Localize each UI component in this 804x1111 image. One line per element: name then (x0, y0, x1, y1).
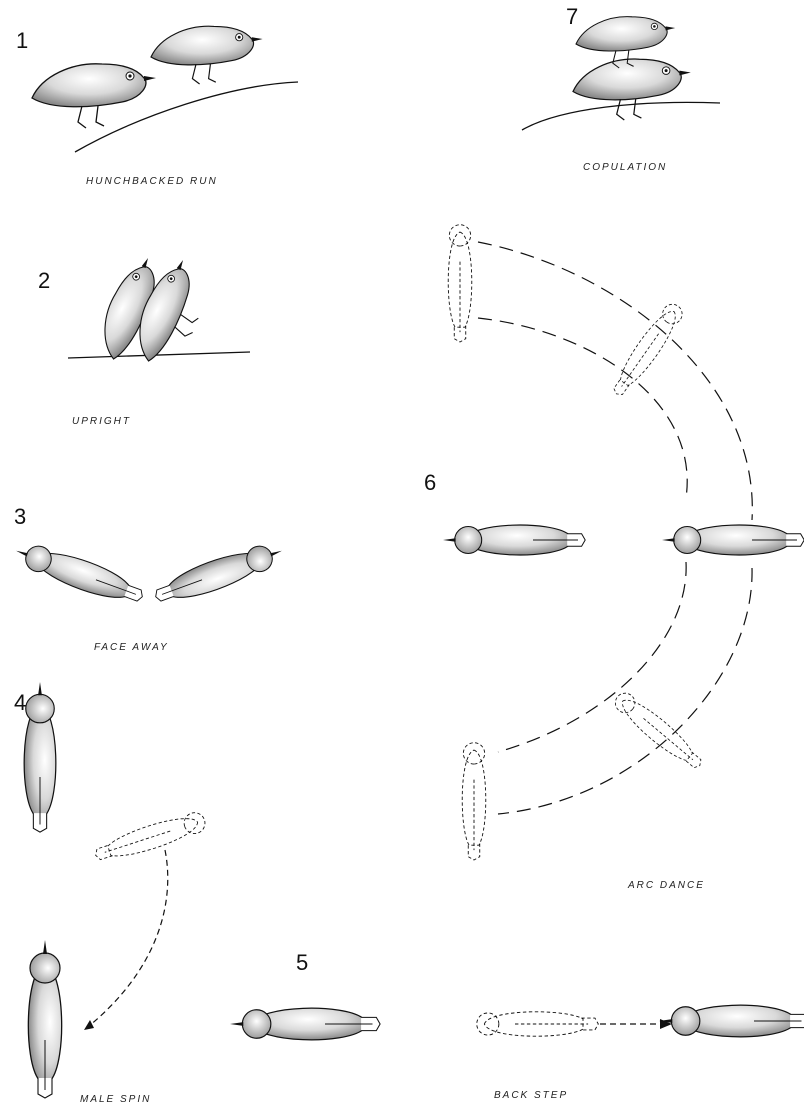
panel-caption: BACK STEP (494, 1090, 568, 1101)
panel-caption: ARC DANCE (628, 880, 705, 891)
panel-3-drawing (11, 537, 286, 610)
panel-caption: COPULATION (583, 162, 667, 173)
panel-1-drawing (32, 26, 298, 152)
panel-number: 6 (424, 470, 436, 496)
panel-number: 7 (566, 4, 578, 30)
panel-5-drawing (230, 1005, 804, 1040)
panel-number: 5 (296, 950, 308, 976)
panel-caption: FACE AWAY (94, 642, 169, 653)
panel-6-drawing (443, 225, 804, 860)
panel-caption: UPRIGHT (72, 416, 131, 427)
panel-number: 4 (14, 690, 26, 716)
panel-caption: HUNCHBACKED RUN (86, 176, 218, 187)
panel-7-drawing (522, 17, 720, 130)
panel-4-drawing (24, 682, 208, 1098)
panel-caption: MALE SPIN (80, 1094, 151, 1105)
panel-number: 1 (16, 28, 28, 54)
panel-2-drawing (68, 252, 250, 373)
panel-number: 3 (14, 504, 26, 530)
panel-number: 2 (38, 268, 50, 294)
